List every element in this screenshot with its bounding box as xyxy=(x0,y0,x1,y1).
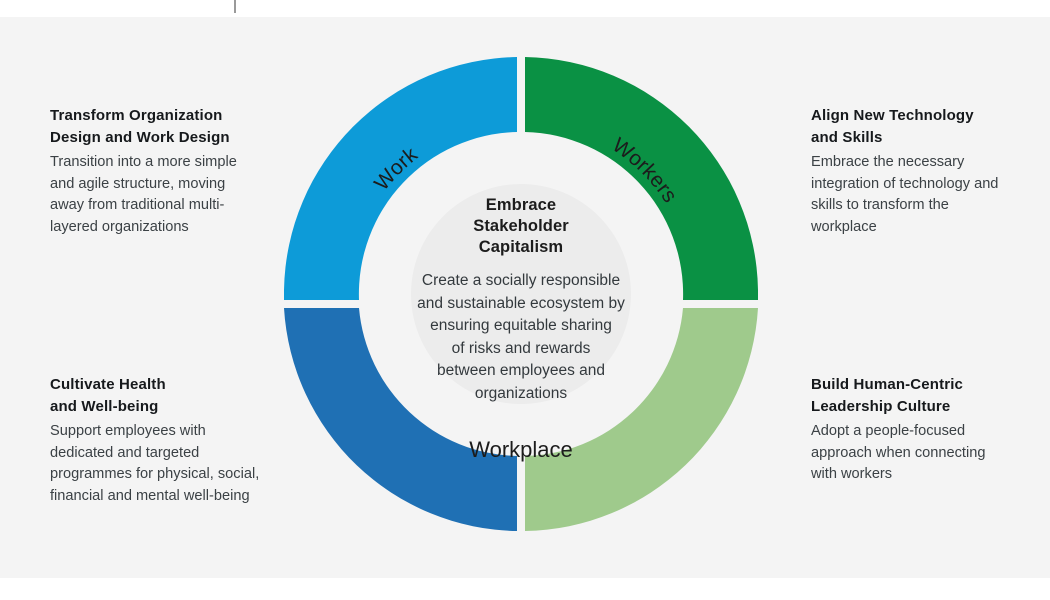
wheel-segment-work-band[interactable] xyxy=(284,57,517,300)
center-message: Embrace Stakeholder Capitalism Create a … xyxy=(404,195,638,405)
wheel-hub xyxy=(411,184,631,404)
stakeholder-capitalism-wheel: Work Workers Workplace xyxy=(284,57,758,531)
center-title: Embrace Stakeholder Capitalism xyxy=(473,196,569,256)
callout-build-human-centric-leadership[interactable]: Build Human-Centric Leadership Culture A… xyxy=(811,374,1011,486)
wheel-segment-wellbeing-band[interactable] xyxy=(284,308,517,531)
callout-body: Adopt a people-focused approach when con… xyxy=(811,423,986,482)
callout-title: Transform Organization Design and Work D… xyxy=(50,107,230,146)
callout-body: Support employees with dedicated and tar… xyxy=(50,423,260,504)
center-body: Create a socially responsible and sustai… xyxy=(417,272,625,402)
callout-body: Transition into a more simple and agile … xyxy=(50,154,237,235)
callout-title: Align New Technology and Skills xyxy=(811,107,974,146)
wheel-segment-leadership-band[interactable] xyxy=(525,308,758,531)
callout-title: Build Human-Centric Leadership Culture xyxy=(811,376,964,415)
wheel-label-workplace: Workplace xyxy=(469,437,573,462)
callout-title: Cultivate Health and Well-being xyxy=(50,376,166,415)
wheel-segment-workers-band[interactable] xyxy=(525,57,758,300)
top-divider-tick xyxy=(234,0,236,13)
callout-align-new-technology[interactable]: Align New Technology and Skills Embrace … xyxy=(811,105,1011,238)
callout-body: Embrace the necessary integration of tec… xyxy=(811,154,999,235)
callout-transform-organization-design[interactable]: Transform Organization Design and Work D… xyxy=(50,105,250,238)
callout-cultivate-health-wellbeing[interactable]: Cultivate Health and Well-being Support … xyxy=(50,374,265,507)
